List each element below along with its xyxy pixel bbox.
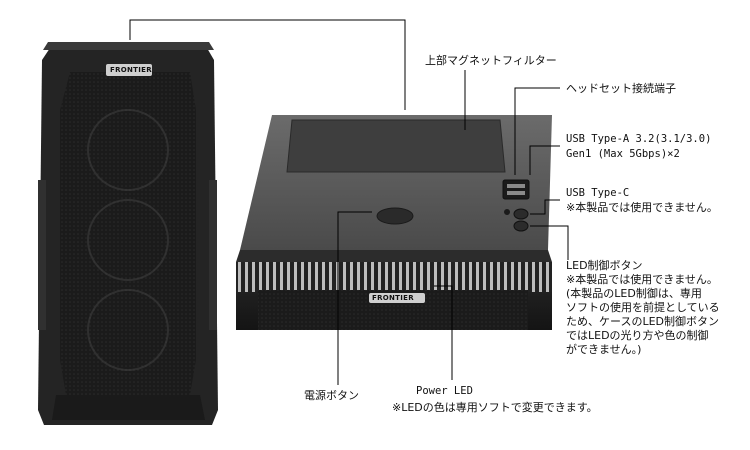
leader-power-button — [337, 211, 372, 385]
label-led-button-line1: LED制御ボタン — [566, 259, 643, 272]
front-mesh-panel — [60, 72, 196, 395]
label-led-button-line6: ではLEDの光り方や色の制御 — [566, 329, 709, 342]
tower-base — [52, 395, 205, 420]
tower-top-rim — [43, 42, 214, 50]
vent-slats — [236, 262, 552, 292]
front-view-tower — [38, 42, 218, 425]
leader-led-button — [530, 225, 569, 260]
usb-c-port — [513, 208, 529, 220]
leader-lines — [129, 19, 569, 385]
label-led-button-line2: ※本製品では使用できません。 — [566, 273, 718, 286]
usb-a-ports — [502, 179, 530, 200]
label-usb-c-line1: USB Type-C — [566, 187, 630, 199]
leader-tower-to-top — [129, 19, 406, 110]
headset-jack — [504, 209, 510, 215]
led-control-button — [513, 220, 529, 232]
top-panel-edge — [236, 250, 552, 262]
label-power-button: 電源ボタン — [304, 389, 359, 402]
label-led-button-line5: ため、ケースのLED制御ボタン — [566, 315, 719, 328]
front-fans — [87, 109, 169, 371]
tower-left-edge — [38, 180, 46, 330]
label-headset: ヘッドセット接続端子 — [566, 82, 676, 95]
leader-headset — [514, 87, 560, 175]
tower-right-edge — [209, 180, 217, 330]
label-led-button-line7: ができません。) — [566, 343, 642, 356]
top-logo-plate — [369, 293, 425, 303]
label-usb-a-line2: Gen1 (Max 5Gbps)×2 — [566, 148, 680, 160]
leader-power-led — [434, 285, 453, 380]
label-power-led-line1: Power LED — [416, 385, 473, 397]
label-led-button-line4: ソフトの使用を前提としている — [566, 301, 720, 314]
label-power-led-line2: ※LEDの色は専用ソフトで変更できます。 — [392, 401, 598, 414]
front-upper-mesh — [258, 290, 528, 330]
power-button — [376, 207, 414, 225]
top-magnetic-filter — [286, 119, 506, 173]
leader-usb-a — [529, 145, 560, 175]
top-logo-text: FRONTIER — [372, 294, 414, 302]
top-view-case — [236, 115, 552, 330]
label-top-filter: 上部マグネットフィルター — [425, 54, 557, 67]
label-usb-a-line1: USB Type-A 3.2(3.1/3.0) — [566, 133, 712, 145]
label-led-button-line3: (本製品のLED制御は、専用 — [566, 287, 702, 300]
front-logo-plate — [106, 64, 152, 76]
label-usb-c-line2: ※本製品では使用できません。 — [566, 201, 718, 214]
front-logo-text: FRONTIER — [110, 66, 152, 74]
leader-usb-c — [530, 199, 560, 215]
